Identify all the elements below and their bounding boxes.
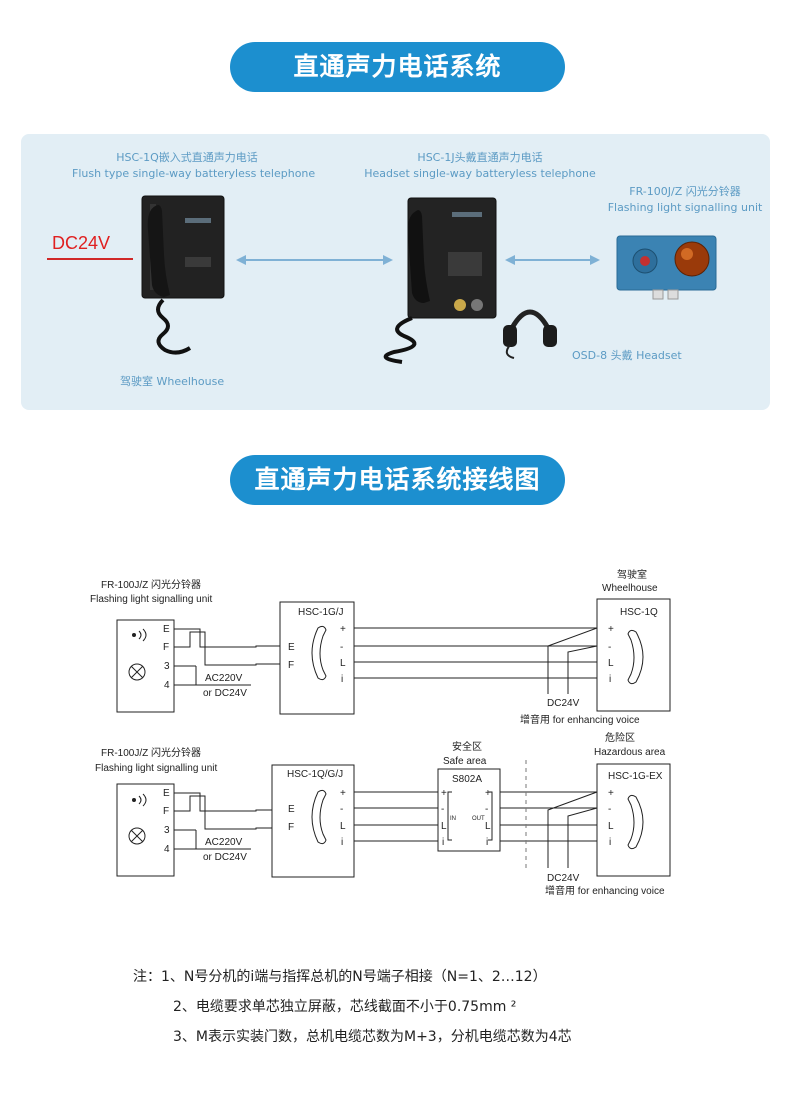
d2-bar-in-l: L — [441, 821, 447, 832]
d2-right-minus: - — [608, 804, 611, 815]
d1-right-box-label: HSC-1Q — [620, 607, 658, 618]
d1-right-plus: + — [608, 624, 614, 635]
d2-barrier-label: S802A — [452, 774, 482, 785]
d2-term-3: 3 — [164, 825, 170, 836]
d2-mid-l: L — [340, 821, 346, 832]
unit-name-cn: FR-100J/Z 闪光分铃器 — [629, 185, 741, 198]
flush-phone-illustration — [141, 195, 225, 355]
phone1-caption: HSC-1Q嵌入式直通声力电话 Flush type single-way ba… — [72, 150, 316, 182]
d1-zone-en: Wheelhouse — [602, 583, 658, 594]
d2-safe-en: Safe area — [443, 756, 487, 767]
d2-barrier-box — [437, 768, 501, 852]
phone2-name-en: Headset single-way batteryless telephone — [364, 167, 596, 180]
d2-right-i: i — [609, 837, 611, 848]
headset-phone-illustration — [383, 197, 497, 364]
d2-dc: DC24V — [547, 873, 580, 884]
d1-unit-cn: FR-100J/Z 闪光分铃器 — [101, 578, 201, 591]
d2-power2: or DC24V — [203, 852, 247, 863]
d2-bar-out-i: i — [486, 837, 488, 848]
wiring-diagrams: FR-100J/Z 闪光分铃器 Flashing light signallin… — [90, 568, 671, 897]
d2-hazard-en: Hazardous area — [594, 747, 666, 758]
section-title-system: 直通声力电话系统 — [230, 42, 565, 92]
d2-right-plus: + — [608, 788, 614, 799]
d1-middle-box — [279, 601, 355, 715]
d2-middle-box-label: HSC-1Q/G/J — [287, 769, 343, 780]
d1-mid-e: E — [288, 642, 295, 653]
double-arrow-2 — [505, 255, 600, 265]
d1-mid-plus: + — [340, 624, 346, 635]
section-title-wiring: 直通声力电话系统接线图 — [230, 455, 565, 505]
d1-power2: or DC24V — [203, 688, 247, 699]
d2-enhance: 增音用 for enhancing voice — [545, 884, 665, 897]
d2-bar-out-l: L — [485, 821, 491, 832]
d2-mid-plus: + — [340, 788, 346, 799]
d1-right-i: i — [609, 674, 611, 685]
dc-power-label: DC24V — [52, 233, 111, 253]
d2-term-4: 4 — [164, 844, 170, 855]
d1-term-4: 4 — [164, 680, 170, 691]
note-1: 注：1、N号分机的i端与指挥总机的N号端子相接（N=1、2…12） — [133, 969, 547, 985]
d2-middle-box — [271, 764, 355, 878]
d2-mid-f: F — [288, 822, 294, 833]
unit-name-en: Flashing light signalling unit — [607, 201, 763, 214]
d1-enhance: 增音用 for enhancing voice — [520, 713, 640, 726]
d2-bar-out-plus: + — [485, 788, 491, 799]
d1-mid-l: L — [340, 658, 346, 669]
d2-safe-cn: 安全区 — [452, 740, 482, 753]
d2-mid-minus: - — [340, 804, 343, 815]
d1-unit-en: Flashing light signalling unit — [90, 594, 213, 605]
d1-mid-minus: - — [340, 642, 343, 653]
phone1-name-cn: HSC-1Q嵌入式直通声力电话 — [116, 151, 258, 164]
d1-middle-box-label: HSC-1G/J — [298, 607, 344, 618]
d2-bar-in-minus: - — [441, 804, 444, 815]
d1-zone-cn: 驾驶室 — [617, 568, 647, 581]
d2-barrier-out: OUT — [472, 816, 485, 822]
d2-mid-e: E — [288, 804, 295, 815]
d1-term-e: E — [163, 624, 170, 635]
dc-underline — [47, 258, 133, 260]
d1-term-3: 3 — [164, 661, 170, 672]
d2-hazard-cn: 危险区 — [605, 731, 635, 744]
d2-bar-out-minus: - — [485, 804, 488, 815]
d2-mid-i: i — [341, 837, 343, 848]
d2-term-f: F — [163, 806, 169, 817]
d2-right-box-label: HSC-1G-EX — [608, 771, 663, 782]
flashing-unit-illustration — [616, 235, 717, 300]
d2-power: AC220V — [205, 837, 243, 848]
d1-right-box — [596, 598, 671, 712]
product-illustrations — [141, 195, 717, 364]
phone2-caption: HSC-1J头戴直通声力电话 Headset single-way batter… — [355, 150, 605, 182]
wheelhouse-label: 驾驶室 Wheelhouse — [120, 375, 225, 388]
notes: 注：1、N号分机的i端与指挥总机的N号端子相接（N=1、2…12） 2、电缆要求… — [133, 962, 572, 1052]
d2-bar-in-i: i — [442, 837, 444, 848]
d1-dc: DC24V — [547, 698, 580, 709]
d2-right-box — [596, 763, 671, 877]
note-2: 2、电缆要求单芯独立屏蔽，芯线截面不小于0.75mm ² — [173, 999, 517, 1015]
d2-unit-cn: FR-100J/Z 闪光分铃器 — [101, 746, 201, 759]
d2-term-e: E — [163, 788, 170, 799]
headset-label: OSD-8 头戴 Headset — [572, 349, 682, 362]
d1-mid-i: i — [341, 674, 343, 685]
d1-power: AC220V — [205, 673, 243, 684]
d2-right-l: L — [608, 821, 614, 832]
d1-right-minus: - — [608, 642, 611, 653]
d2-unit-en: Flashing light signalling unit — [95, 763, 218, 774]
phone1-name-en: Flush type single-way batteryless teleph… — [72, 167, 316, 180]
d2-barrier-in: IN — [450, 816, 456, 822]
unit-caption: FR-100J/Z 闪光分铃器 Flashing light signallin… — [595, 184, 775, 216]
d1-right-l: L — [608, 658, 614, 669]
d2-bar-in-plus: + — [441, 788, 447, 799]
double-arrow-1 — [236, 255, 393, 265]
phone2-name-cn: HSC-1J头戴直通声力电话 — [417, 151, 543, 164]
note-3: 3、M表示实装门数，总机电缆芯数为M+3，分机电缆芯数为4芯 — [173, 1029, 572, 1045]
headset-illustration — [503, 309, 557, 359]
d1-mid-f: F — [288, 660, 294, 671]
d1-term-f: F — [163, 642, 169, 653]
